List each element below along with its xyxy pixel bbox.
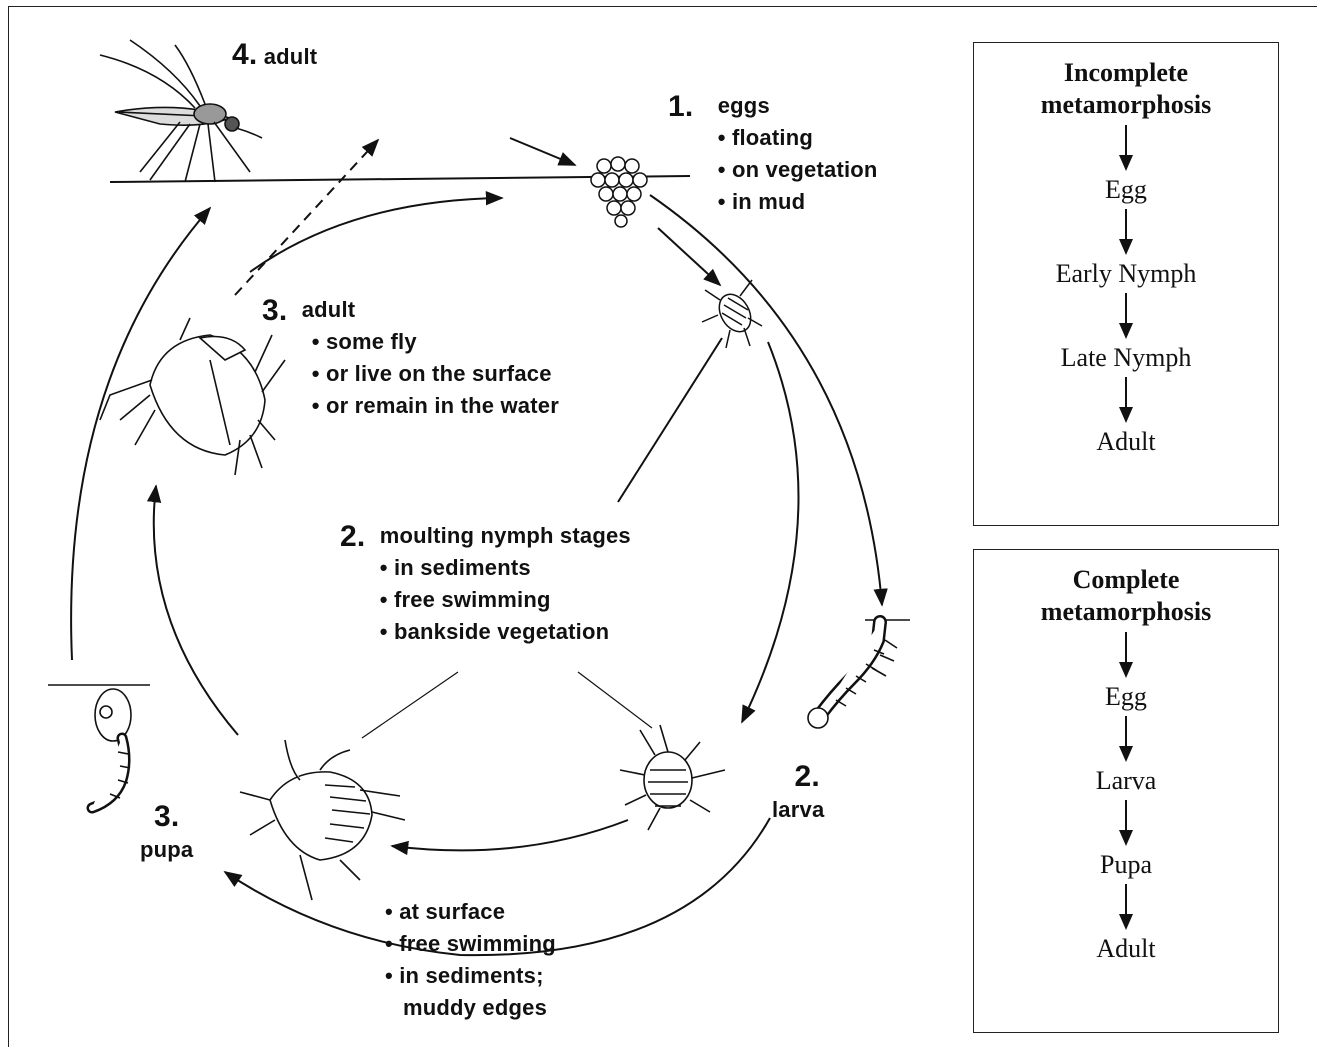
adult-winged-title: adult: [263, 44, 318, 69]
aquatic-beetle-illustration: [99, 317, 286, 476]
down-arrow-icon: [1119, 209, 1133, 255]
arrow-beetle-fly-dashed: [234, 138, 380, 296]
arrow-eggs-to-nymph: [657, 227, 722, 287]
down-arrow-icon: [1119, 632, 1133, 678]
aquatic-adult-bullet: or remain in the water: [312, 390, 559, 422]
larva-habitat-bullet: in sediments;: [385, 960, 556, 992]
incomplete-stage: Early Nymph: [1055, 259, 1197, 288]
mosquito-adult-illustration: [99, 39, 263, 183]
nymph-stages-title: moulting nymph stages: [379, 523, 631, 548]
larva-number: 2.: [794, 760, 820, 793]
early-nymph-illustration: [701, 279, 763, 349]
complete-title-line1: Complete: [1072, 565, 1180, 594]
nymph-stages-bullet: bankside vegetation: [380, 616, 631, 648]
incomplete-metamorphosis-panel: Incomplete metamorphosis Egg Early Nymph…: [973, 42, 1279, 526]
arrow-nymph-to-beetle: [146, 484, 239, 736]
aquatic-adult-label: 3. adult some fly or live on the surface…: [262, 294, 559, 422]
eggs-bullet: floating: [718, 122, 878, 154]
adult-winged-number: 4.: [232, 38, 258, 71]
down-arrow-icon: [1119, 125, 1133, 171]
nymph-stages-label: 2. moulting nymph stages in sediments fr…: [340, 520, 631, 648]
complete-stage: Larva: [1095, 766, 1157, 795]
nymph-stages-bullet: in sediments: [380, 552, 631, 584]
incomplete-title-line1: Incomplete: [1063, 58, 1189, 87]
nymph-illustration: [239, 739, 406, 901]
aquatic-adult-bullets: some fly or live on the surface or remai…: [312, 326, 559, 422]
eggs-bullet: on vegetation: [718, 154, 878, 186]
incomplete-stage: Egg: [1105, 175, 1147, 204]
pupa-title: pupa: [140, 837, 194, 862]
incomplete-title-line2: metamorphosis: [1040, 90, 1212, 119]
down-arrow-icon: [1119, 293, 1133, 339]
connector-nymph-right: [577, 671, 653, 729]
arrow-nymph-to-larva: [741, 341, 800, 724]
diagram-frame: [8, 6, 1317, 1047]
arrow-beetle-to-surface: [249, 191, 504, 273]
aquatic-adult-bullet: or live on the surface: [312, 358, 559, 390]
nymph-stages-bullet: free swimming: [380, 584, 631, 616]
eggs-bullet: in mud: [718, 186, 878, 218]
down-arrow-icon: [1119, 800, 1133, 846]
larva-habitat-label: at surface free swimming in sediments; m…: [385, 896, 556, 1024]
larva-title: larva: [772, 797, 825, 822]
egg-raft-illustration: [590, 156, 648, 228]
arrow-into-eggs: [509, 137, 577, 166]
complete-stage: Adult: [1096, 934, 1156, 963]
arrow-pupa-to-adult: [70, 206, 212, 661]
striped-larva-illustration: [619, 724, 726, 831]
incomplete-stage: Adult: [1096, 427, 1156, 456]
complete-metamorphosis-panel: Complete metamorphosis Egg Larva Pupa Ad…: [973, 549, 1279, 1033]
arrow-eggs-to-larva: [649, 194, 888, 607]
complete-stage: Egg: [1105, 682, 1147, 711]
pupa-illustration: [48, 684, 150, 814]
adult-winged-label: 4. adult: [232, 38, 317, 73]
larva-habitat-bullet: free swimming: [385, 928, 556, 960]
pupa-label: 3. pupa: [140, 800, 193, 866]
pupa-number: 3.: [153, 800, 180, 833]
down-arrow-icon: [1119, 377, 1133, 423]
eggs-bullets: floating on vegetation in mud: [718, 122, 878, 218]
nymph-stages-bullets: in sediments free swimming bankside vege…: [380, 552, 631, 648]
larva-illustration: [807, 615, 910, 729]
connector-nymph-left: [361, 671, 459, 739]
arrow-larva-to-nymph: [390, 819, 629, 856]
complete-title-line2: metamorphosis: [1040, 597, 1212, 626]
larva-label: 2. larva: [772, 760, 824, 826]
aquatic-adult-title: adult: [301, 297, 356, 322]
larva-habitat-continuation: muddy edges: [403, 995, 548, 1020]
aquatic-adult-bullet: some fly: [312, 326, 559, 358]
connector-nymph-top: [617, 337, 723, 503]
eggs-number: 1.: [668, 90, 694, 123]
eggs-title: eggs: [717, 93, 770, 118]
down-arrow-icon: [1119, 716, 1133, 762]
larva-habitat-bullets: at surface free swimming in sediments;: [385, 896, 556, 992]
complete-stage: Pupa: [1100, 850, 1152, 879]
life-cycle-diagram: [48, 39, 910, 957]
larva-habitat-bullet: at surface: [385, 896, 556, 928]
down-arrow-icon: [1119, 884, 1133, 930]
nymph-stages-number: 2.: [340, 520, 366, 553]
aquatic-adult-number: 3.: [262, 294, 288, 327]
incomplete-stage: Late Nymph: [1060, 343, 1192, 372]
eggs-label: 1. eggs floating on vegetation in mud: [668, 90, 878, 218]
